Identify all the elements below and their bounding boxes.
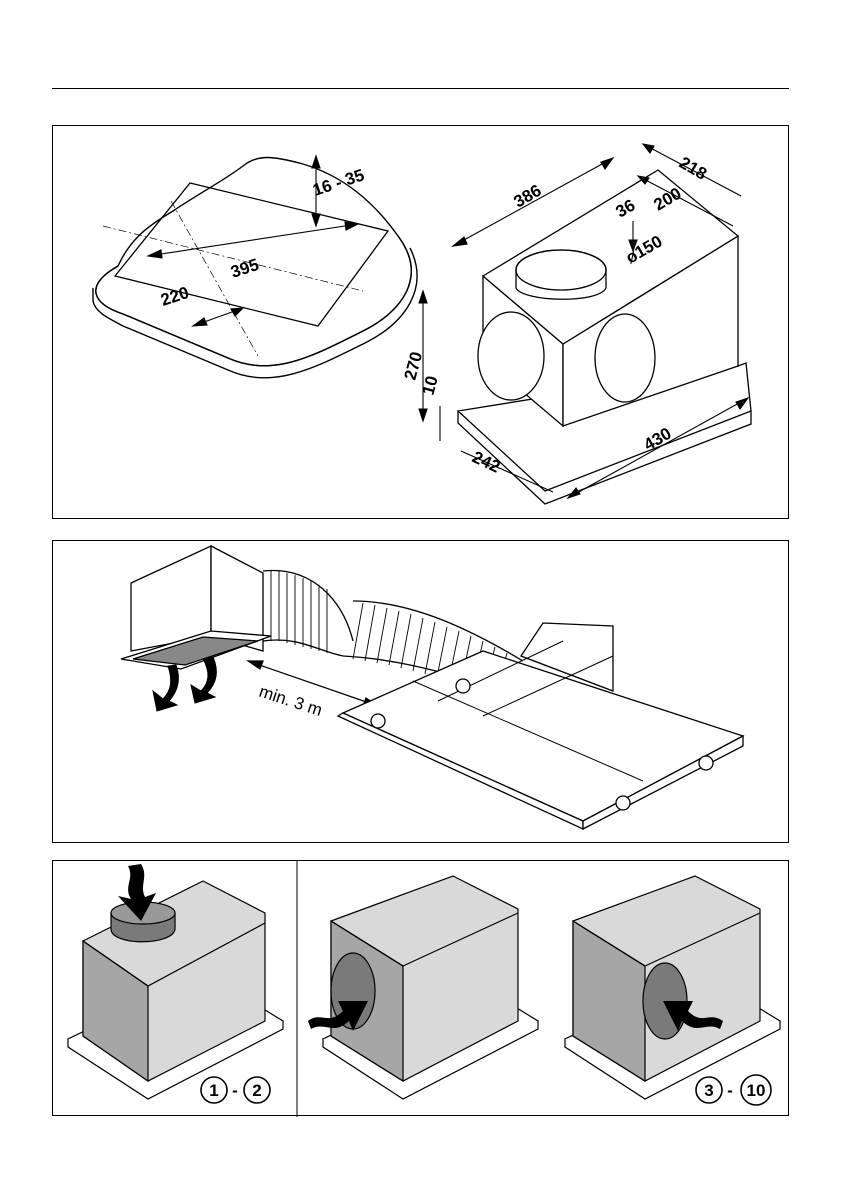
step-separator-right: - [727, 1081, 733, 1100]
header-rule [52, 88, 789, 89]
installation-panel: min. 3 m [52, 540, 789, 843]
unit-top-outlet [68, 881, 283, 1099]
installation-drawing: min. 3 m [53, 541, 790, 844]
step-range-left: 1 - 2 [201, 1077, 270, 1103]
step-start-right: 3 [704, 1081, 713, 1100]
outlet-box [121, 546, 271, 669]
step-range-right: 3 - 10 [696, 1075, 771, 1105]
step-start-left: 1 [209, 1081, 218, 1100]
step-end-left: 2 [252, 1081, 261, 1100]
unit-left-outlet [323, 876, 538, 1099]
base-height-label: 10 [419, 374, 442, 397]
unit-housing [458, 170, 751, 504]
dimensions-drawing: 16 - 35 395 220 [53, 126, 790, 520]
dimensions-panel: 16 - 35 395 220 [52, 125, 789, 519]
step-separator-left: - [232, 1081, 238, 1100]
min-distance-label: min. 3 m [257, 682, 325, 720]
step-end-right: 10 [747, 1081, 766, 1100]
hood-unit [338, 623, 743, 829]
unit-length-label: 386 [511, 181, 545, 212]
steps-drawing: 1 - 2 3 - 10 [53, 861, 790, 1117]
steps-panel: 1 - 2 3 - 10 [52, 860, 789, 1116]
unit-width-outer-label: 218 [676, 153, 710, 184]
unit-right-outlet [565, 876, 780, 1099]
